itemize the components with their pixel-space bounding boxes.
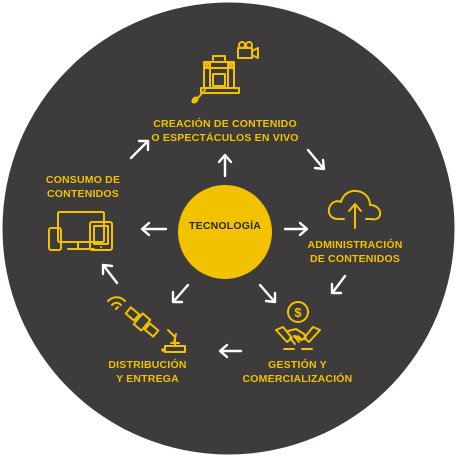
node-label-gestion: GESTIÓN Y COMERCIALIZACIÓN (240, 358, 355, 386)
arrow-center-to-gestion (258, 283, 277, 304)
node-label-creacion-line-2: O ESPECTÁCULOS EN VIVO (151, 132, 299, 144)
node-label-administracion: ADMINISTRACIÓN DE CONTENIDOS (305, 238, 405, 266)
stage-camera-microphone-icon (191, 41, 259, 104)
arrow-center-to-distribucion (171, 283, 190, 304)
arrow-creacion-to-administracion (306, 148, 326, 171)
node-label-gestion-line-1: GESTIÓN Y (268, 359, 327, 371)
arrow-center-to-consumo (140, 221, 168, 237)
node-label-distribucion-line-1: DISTRIBUCIÓN (108, 359, 187, 371)
node-label-administracion-line-1: ADMINISTRACIÓN (307, 239, 403, 251)
arrow-distribucion-to-consumo (101, 263, 119, 285)
arrow-center-to-administracion (283, 221, 309, 237)
center-circle (178, 185, 272, 279)
node-label-creacion: CREACIÓN DE CONTENIDO O ESPECTÁCULOS EN … (145, 117, 305, 145)
node-label-gestion-line-2: COMERCIALIZACIÓN (242, 373, 353, 385)
node-label-consumo-line-2: CONTENIDOS (46, 188, 119, 200)
node-label-creacion-line-1: CREACIÓN DE CONTENIDO (153, 118, 297, 130)
handshake-dollar-icon: $ (275, 301, 321, 350)
arrow-center-to-creacion (217, 153, 233, 178)
arrow-gestion-to-distribucion (218, 343, 243, 359)
satellite-antenna-icon (107, 296, 186, 353)
node-label-distribucion-line-2: Y ENTREGA (116, 373, 179, 385)
devices-icon (48, 211, 113, 251)
node-label-consumo-line-1: CONSUMO DE (45, 174, 121, 186)
cloud-upload-icon (327, 189, 382, 229)
node-label-consumo: CONSUMO DE CONTENIDOS (36, 173, 130, 201)
node-label-distribucion: DISTRIBUCIÓN Y ENTREGA (100, 358, 195, 386)
arrow-consumo-to-creacion (129, 139, 150, 160)
center-label: TECNOLOGÍA (189, 220, 261, 232)
node-label-administracion-line-2: DE CONTENIDOS (309, 253, 401, 265)
arrow-administracion-to-gestion (330, 274, 347, 295)
svg-text:$: $ (294, 305, 302, 320)
